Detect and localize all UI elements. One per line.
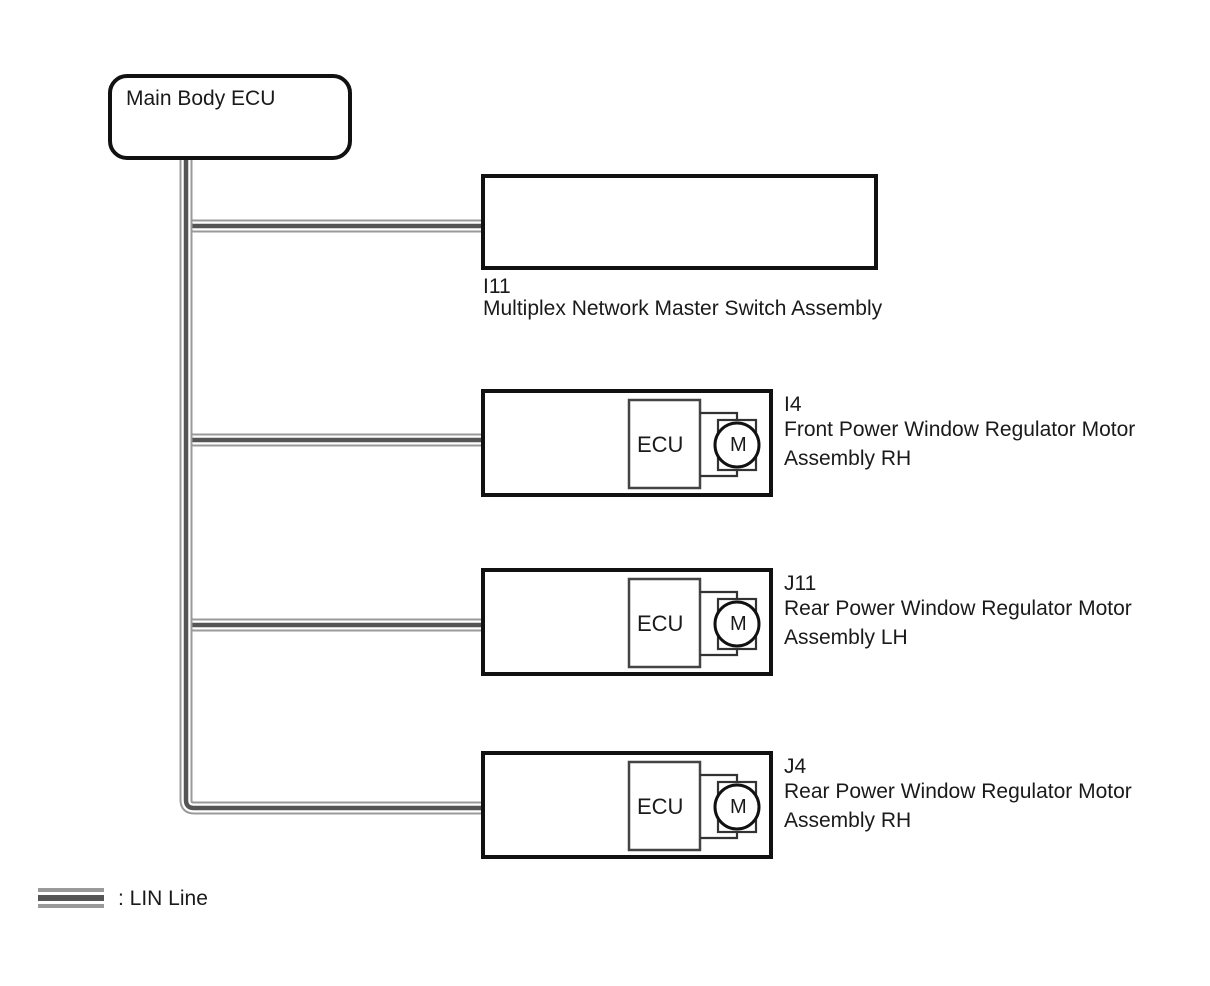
- lin-branch-j4: [179, 158, 483, 815]
- node-name-i4-line1: Front Power Window Regulator Motor: [784, 418, 1136, 441]
- node-code-j11: J11: [784, 572, 817, 595]
- motor-circle-j11: [713, 600, 761, 648]
- node-name-i4-line2: Assembly RH: [784, 447, 912, 470]
- motor-label-j4: M: [730, 796, 747, 818]
- legend-lin-symbol: [38, 888, 104, 908]
- main-body-ecu-label: Main Body ECU: [126, 87, 276, 110]
- motor-label-j11: M: [730, 613, 747, 635]
- main-body-ecu-box: [108, 74, 352, 160]
- ecu-rect-i4: [627, 398, 702, 490]
- ecu-rect-j11: [627, 577, 702, 669]
- motor-label-i4: M: [730, 434, 747, 456]
- node-name-j11-line1: Rear Power Window Regulator Motor: [784, 597, 1132, 620]
- node-code-i11: I11: [483, 275, 511, 298]
- ecu-label-i4: ECU: [637, 432, 684, 457]
- ecu-label-j11: ECU: [637, 611, 684, 636]
- ecu-rect-j4: [627, 760, 702, 852]
- legend-label: : LIN Line: [118, 887, 208, 910]
- node-code-j4: J4: [784, 755, 807, 778]
- node-name-i11-line1: Multiplex Network Master Switch Assembly: [483, 297, 883, 320]
- motor-circle-i4: [713, 421, 761, 469]
- node-name-j4-line1: Rear Power Window Regulator Motor: [784, 780, 1132, 803]
- node-box-i11: [481, 174, 878, 270]
- ecu-label-j4: ECU: [637, 794, 684, 819]
- motor-circle-j4: [713, 783, 761, 831]
- node-name-j11-line2: Assembly LH: [784, 626, 908, 649]
- node-code-i4: I4: [784, 393, 802, 416]
- node-name-j4-line2: Assembly RH: [784, 809, 912, 832]
